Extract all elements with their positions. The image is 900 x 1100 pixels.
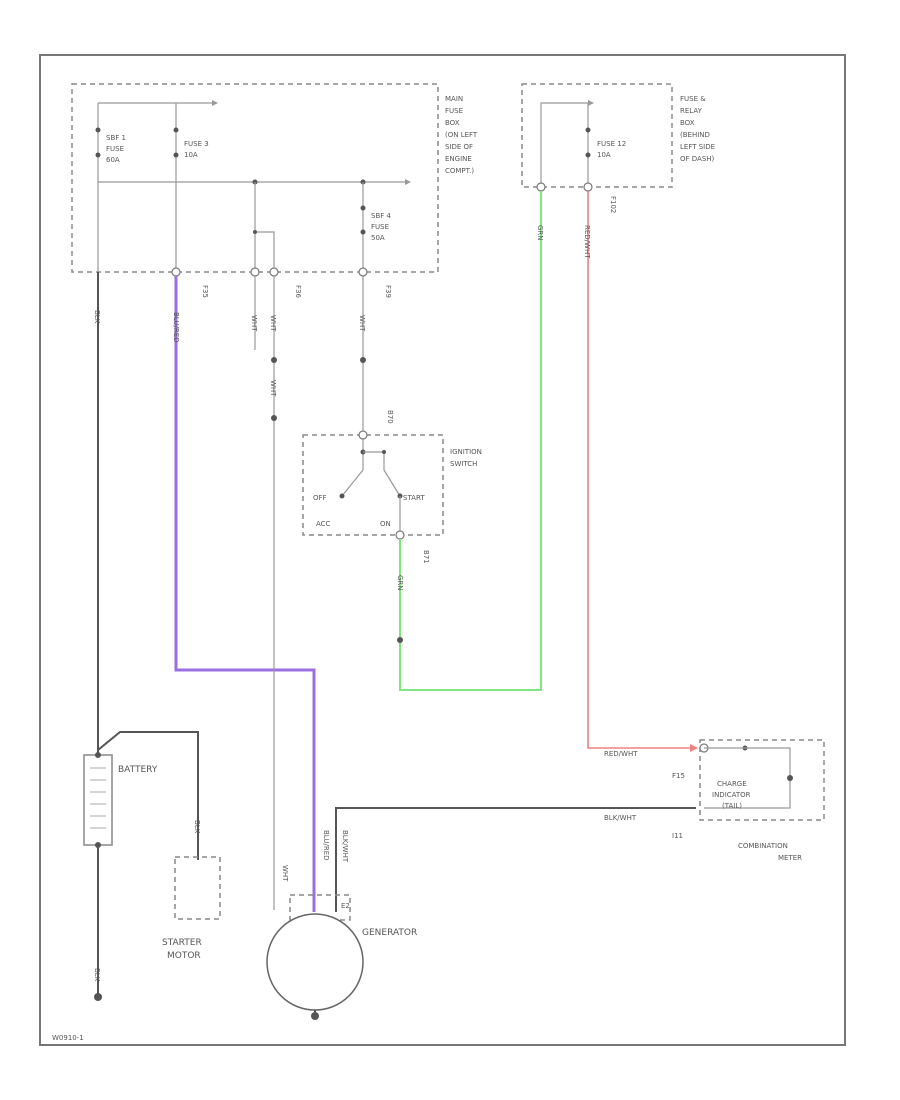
switch-position-off: OFF (313, 494, 327, 502)
battery: BATTERY BLK BLK (83, 731, 201, 1001)
wire-label-wht-d: WHT (358, 315, 366, 332)
fuse3-label-0: FUSE 3 (184, 140, 209, 148)
wire-label-red-wht2: RED/WHT (604, 750, 638, 758)
connector-b71-label: B71 (422, 550, 430, 564)
wire-label-blk-gnd: BLK (93, 968, 101, 982)
connector-i11-label: I11 (672, 832, 683, 840)
wire-label-grn: GRN (396, 575, 404, 591)
wire-label-blu-red2: BLU/RED (322, 830, 330, 861)
connector-f102-pin-b (583, 182, 593, 192)
fuse-relay-box-label-0: FUSE & (680, 95, 706, 103)
combination-meter-label-0: COMBINATION (738, 842, 788, 850)
wire-red-fuse12-meter (587, 191, 696, 749)
connector-f102-label: F102 (609, 196, 617, 213)
wire-label-wht-b: WHT (269, 315, 277, 332)
connector-f36-pin-b (269, 267, 279, 277)
fuse12-label-0: FUSE 12 (597, 140, 626, 148)
wire-label-blu-red: BLU/RED (172, 312, 180, 343)
main-fuse-box-label-4: SIDE OF (445, 143, 473, 151)
fuse-relay-box-label-3: (BEHIND (680, 131, 710, 139)
combination-meter: CHARGE INDICATOR (TAIL) F15 I11 COMBINAT… (672, 739, 825, 862)
ignition-switch-label-0: IGNITION (450, 448, 482, 456)
generator: GENERATOR E2 (266, 894, 417, 1020)
connector-f35-pin (171, 267, 181, 277)
switch-position-acc: ACC (316, 520, 331, 528)
sbf4-label-2: 50A (371, 234, 385, 242)
sbf4-label-0: SBF 4 (371, 212, 391, 220)
connector-f36-label: F36 (294, 285, 302, 298)
ignition-switch-label-1: SWITCH (450, 460, 477, 468)
wire-label-blk-batt: BLK (93, 310, 101, 324)
wire-label-wht-gen: WHT (281, 865, 289, 882)
starter-motor-label-1: MOTOR (167, 951, 201, 961)
connector-f39-label: F39 (384, 285, 392, 298)
wire-label-blk-wht2: BLK/WHT (341, 830, 349, 863)
connector-b70-pin (358, 430, 368, 440)
main-fuse-box-label-3: (ON LEFT (445, 131, 478, 139)
wire-label-grn2: GRN (536, 225, 544, 241)
charge-indicator-label-0: CHARGE (717, 780, 747, 788)
main-fuse-box-label-0: MAIN (445, 95, 463, 103)
main-fuse-box-label-1: FUSE (445, 107, 463, 115)
ignition-switch: IGNITION SWITCH B70 OFF START ACC ON B71 (302, 410, 482, 564)
main-fuse-box-label-6: COMPT.) (445, 167, 474, 175)
sbf1-label-1: FUSE (106, 145, 124, 153)
charge-indicator-label-2: (TAIL) (722, 802, 742, 810)
connector-f102-pin-a (536, 182, 546, 192)
main-fuse-box-label-2: BOX (445, 119, 460, 127)
fuse-relay-box: FUSE & RELAY BOX (BEHIND LEFT SIDE OF DA… (521, 83, 715, 213)
fuse-relay-box-label-2: BOX (680, 119, 695, 127)
main-fuse-box-label-5: ENGINE (445, 155, 472, 163)
fuse-relay-box-label-4: LEFT SIDE (680, 143, 715, 151)
wire-green-ignition-fuse12 (399, 191, 542, 691)
connector-f15-label: F15 (672, 772, 685, 780)
diagram-code: W0910-1 (52, 1034, 84, 1042)
fuse-relay-box-label-1: RELAY (680, 107, 703, 115)
connector-f35-label: F35 (201, 285, 209, 298)
starter-motor-label-0: STARTER (162, 938, 202, 948)
main-fuse-box: MAIN FUSE BOX (ON LEFT SIDE OF ENGINE CO… (71, 83, 478, 298)
outer-frame (39, 54, 846, 1046)
connector-e2-label: E2 (341, 902, 350, 910)
generator-label: GENERATOR (362, 928, 417, 938)
wire-label-red-wht: RED/WHT (583, 225, 591, 259)
wire-label-blk-start: BLK (193, 820, 201, 834)
connector-b70-label: B70 (386, 410, 394, 424)
wire-label-blk-wht: BLK/WHT (604, 814, 637, 822)
battery-label: BATTERY (118, 765, 158, 775)
wire-purple-fuse3-generator (174, 276, 316, 912)
charge-indicator-label-1: INDICATOR (712, 791, 751, 799)
wire-label-wht-c: WHT (269, 380, 277, 397)
combination-meter-label-1: METER (778, 854, 802, 862)
sbf4-label-1: FUSE (371, 223, 389, 231)
starter-motor: STARTER MOTOR (162, 856, 221, 961)
fuse3-label-1: 10A (184, 151, 198, 159)
connector-f39-pin (358, 267, 368, 277)
wire-blk-wht-meter-generator (335, 807, 696, 912)
switch-position-start: START (403, 494, 425, 502)
sbf1-label-0: SBF 1 (106, 134, 126, 142)
connector-f36-pin-a (250, 267, 260, 277)
connector-b71-pin (395, 530, 405, 540)
sbf1-label-2: 60A (106, 156, 120, 164)
wire-label-wht-a: WHT (250, 315, 258, 332)
fuse-relay-box-label-5: OF DASH) (680, 155, 715, 163)
fuse12-label-1: 10A (597, 151, 611, 159)
switch-position-on: ON (380, 520, 391, 528)
